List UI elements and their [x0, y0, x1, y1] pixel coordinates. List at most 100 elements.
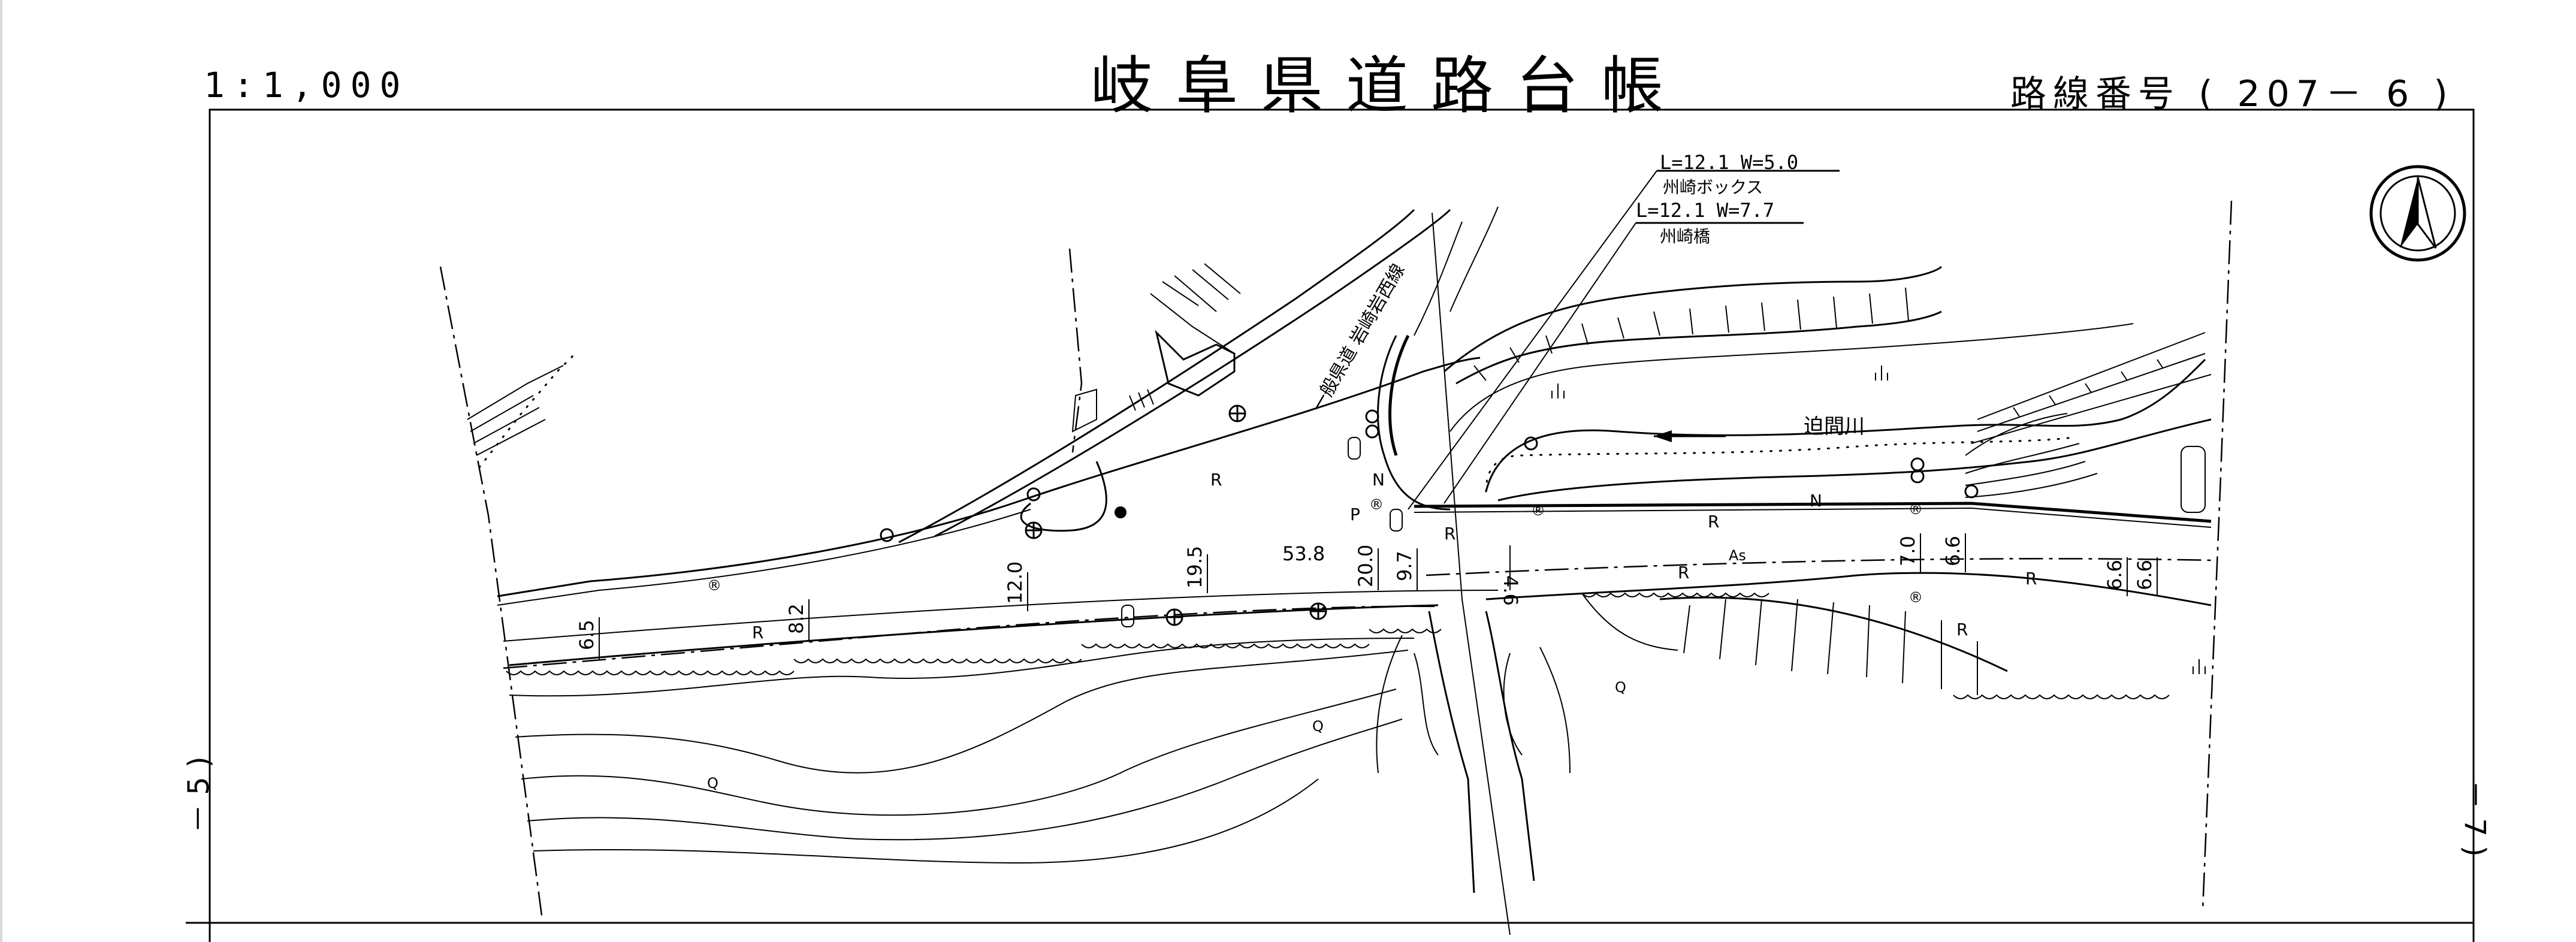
- contour-a: [509, 638, 1415, 697]
- embankment-east-b: [1953, 694, 2170, 699]
- side-road-curve: [1377, 335, 1451, 511]
- dim-label-10: 6.6: [1941, 536, 1964, 566]
- right-boundary-line: [2201, 200, 2233, 911]
- label-circled-r-5: ®: [1908, 589, 1923, 606]
- bridge-box-name: 州崎ボックス: [1663, 177, 1763, 197]
- slope-top-south: [1659, 596, 2008, 672]
- stream-slope-east: [1539, 647, 1571, 774]
- route-number: 路線番号 ( 207－ 6 ): [2010, 73, 2454, 115]
- river-north-bank: [1485, 358, 2206, 492]
- contour-b: [515, 650, 1409, 774]
- slope-top-north: [1443, 265, 1943, 373]
- river-flow-arrow-head: [1654, 430, 1672, 442]
- slope-hatch-north: [1473, 287, 1909, 381]
- left-boundary-line: [439, 266, 543, 920]
- road-north-edge-east: [1414, 502, 2212, 523]
- map-frame: [209, 108, 2475, 942]
- label-r-7: R: [1956, 620, 1968, 639]
- bridge-leader: [1408, 170, 1840, 510]
- label-r-2: R: [1210, 470, 1222, 490]
- utility-poles: [880, 409, 1979, 542]
- bridge-axis-line: [1432, 212, 1511, 935]
- slope-dotted-west: [478, 352, 576, 469]
- stream-west-bank: [1428, 611, 1475, 893]
- slope-bottom-north: [1455, 310, 1942, 385]
- contour-d: [527, 718, 1403, 841]
- river-east-ticks: [2013, 359, 2164, 417]
- label-r-5: R: [1678, 563, 1689, 582]
- signpost-a: [1121, 605, 1134, 627]
- dimension-ticks: [599, 533, 2158, 659]
- road-inner-line-west: [503, 590, 1499, 642]
- stream-slope-west: [1376, 635, 1403, 774]
- embankment-west-a: [506, 670, 795, 675]
- dim-label-4: 19.5: [1183, 546, 1206, 588]
- stream-east-bank: [1485, 611, 1535, 881]
- road-south-edge-east: [1485, 572, 2212, 606]
- south-slope-curve: [1581, 593, 1678, 651]
- building-block: [1155, 330, 1236, 397]
- road-north-edge-east-inner: [1414, 507, 2212, 528]
- small-structure: [1071, 388, 1097, 433]
- dim-label-12: 6.6: [2133, 560, 2156, 590]
- label-n-1: N: [1372, 470, 1385, 490]
- river-south-bank: [1497, 418, 2212, 502]
- side-road-label: 一般県道 岩崎岩西線: [1307, 260, 1409, 416]
- river-east-contours: [1965, 413, 2098, 498]
- label-r-1: R: [752, 623, 763, 642]
- dim-label-11: 6.6: [2103, 560, 2126, 590]
- side-road-ticks: [1150, 263, 1241, 354]
- dim-label-9: 7.0: [1896, 536, 1919, 566]
- stream-hatch: [1414, 653, 1523, 756]
- label-q-1: Q: [707, 775, 718, 792]
- road-north-edge: [497, 357, 1481, 597]
- slope-hatch-west: [467, 365, 564, 456]
- road-centerline-east: [1426, 558, 2212, 576]
- dim-label-7: 9.7: [1393, 551, 1416, 581]
- label-r-4: R: [1708, 512, 1719, 532]
- dim-label-3: 12.0: [1004, 561, 1026, 604]
- dim-label-6: 20.0: [1354, 545, 1377, 587]
- bridge-name: 州崎橋: [1660, 227, 1710, 246]
- side-road-curb: [1388, 334, 1410, 456]
- label-q-3: Q: [1615, 679, 1626, 696]
- side-road-east-edge: [934, 209, 1451, 538]
- road-centerline-west: [503, 605, 1439, 669]
- river-north-contour: [1449, 323, 2134, 432]
- river-label: 迫間川: [1804, 415, 1865, 439]
- dim-label-2: 8.2: [785, 603, 808, 634]
- bridge-box-dims: L=12.1 W=5.0: [1660, 151, 1798, 174]
- upper-boundary-line: [1068, 248, 1083, 453]
- scale-label: 1:1,000: [204, 65, 409, 105]
- label-n-2: N: [1810, 491, 1822, 511]
- label-r-6: R: [2025, 569, 2037, 588]
- manhole-symbols: [1025, 404, 1327, 626]
- vegetation-symbol-b: [1875, 366, 1888, 381]
- label-p: P: [1350, 505, 1360, 524]
- vegetation-symbol-d: [1129, 389, 1154, 411]
- side-road-north-edges: [1414, 206, 1499, 336]
- side-road-west-edge: [898, 209, 1415, 544]
- vegetation-symbol-a: [1551, 384, 1565, 398]
- island-west: [1020, 461, 1107, 532]
- label-r-3: R: [1444, 524, 1455, 544]
- embankment-west-b: [793, 658, 1082, 663]
- structure-east: [2181, 446, 2206, 513]
- dim-label-1: 6.5: [575, 620, 598, 650]
- label-circled-r-3: ®: [1531, 502, 1545, 519]
- page-edge: [0, 0, 2, 942]
- dim-label-5: 53.8: [1282, 542, 1325, 565]
- road-south-edge-west: [509, 604, 1439, 666]
- road-north-sidewalk: [497, 509, 1031, 606]
- embankment-west-d: [1369, 628, 1442, 633]
- bridge-dims: L=12.1 W=7.7: [1636, 199, 1774, 222]
- label-circled-r-2: ®: [1369, 496, 1384, 513]
- contour-e: [533, 778, 1319, 864]
- vegetation-symbol-c: [2193, 659, 2206, 674]
- embankment-east-a: [1581, 592, 1769, 597]
- slope-hatch-south: [1683, 599, 1978, 695]
- utility-pole-filled: [1115, 506, 1127, 518]
- label-circled-r-1: ®: [707, 577, 721, 594]
- signpost-c: [1390, 509, 1403, 532]
